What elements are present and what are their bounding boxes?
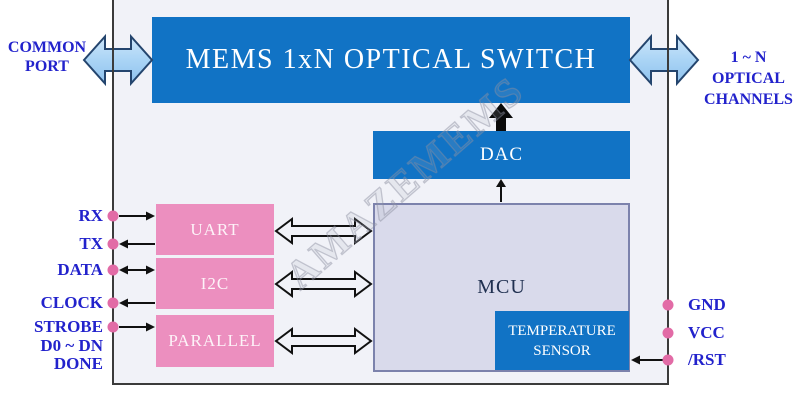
mems-optical-switch-label: MEMS 1xN OPTICAL SWITCH — [185, 44, 597, 75]
pin-label-gnd: GND — [688, 295, 726, 314]
pin-label-strobe: STROBE — [34, 317, 103, 336]
mcu-label: MCU — [477, 276, 526, 298]
pin-label-tx: TX — [79, 234, 103, 253]
pin-label-vcc: VCC — [688, 323, 725, 342]
pin-label-d0-dn: D0 ~ DN — [40, 336, 103, 355]
pin-label-rx: RX — [78, 206, 103, 225]
i2c-label: I2C — [200, 273, 230, 293]
parallel-label: PARALLEL — [168, 331, 262, 350]
optical-channels-line3: CHANNELS — [704, 91, 793, 108]
parallel-block: PARALLEL — [156, 315, 274, 367]
mems-optical-switch-block: MEMS 1xN OPTICAL SWITCH — [152, 17, 630, 103]
common-port-line1: COMMON — [7, 39, 87, 56]
uart-block: UART — [156, 204, 274, 255]
pin-label-rst: /RST — [688, 350, 726, 369]
dac-label: DAC — [479, 144, 524, 165]
dac-block: DAC — [373, 131, 630, 179]
pin-label-clock: CLOCK — [40, 293, 103, 312]
common-port-line2: PORT — [25, 58, 69, 75]
optical-channels-line2: OPTICAL — [712, 70, 785, 87]
pin-label-data: DATA — [57, 260, 103, 279]
optical-channels-label: 1 ~ N OPTICAL CHANNELS — [701, 47, 796, 110]
temperature-sensor-label-line2: SENSOR — [533, 342, 591, 359]
temperature-sensor-block: TEMPERATURE SENSOR — [495, 311, 629, 370]
common-port-label: COMMON PORT — [2, 38, 92, 76]
uart-label: UART — [190, 219, 240, 239]
i2c-block: I2C — [156, 258, 274, 309]
pin-label-done: DONE — [53, 354, 103, 373]
temperature-sensor-label-line1: TEMPERATURE — [508, 322, 616, 339]
optical-channels-line1: 1 ~ N — [730, 49, 767, 66]
